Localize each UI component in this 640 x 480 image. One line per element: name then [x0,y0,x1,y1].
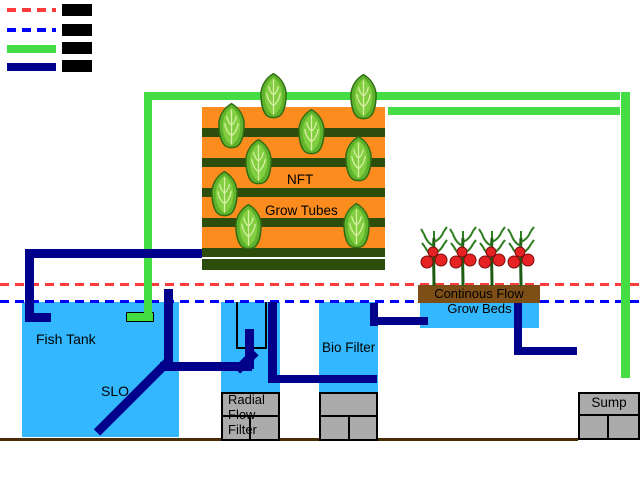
rff-riser-pipe [245,329,254,369]
bio-to-growbed-pipe [378,317,428,325]
growbed-to-sump-pipe [522,347,577,355]
rff-to-bio-pipe [268,375,377,383]
lettuce-icon [347,73,380,121]
legend-blue-dashed-swatch [7,28,56,32]
legend-red-dashed-swatch [7,8,56,12]
block-divider [319,415,378,417]
tomato-plant-icon [478,226,506,286]
fish-to-rff-pipe [160,362,252,371]
legend-label-redacted [62,4,92,16]
bio-outlet-vertical [370,303,378,326]
drain-pipe-left-vertical [25,249,34,313]
radial-flow-filter-label: Radial Flow Filter [228,392,265,437]
legend-label-redacted [62,42,92,54]
green-pipe-vertical-left [144,92,152,320]
drain-pipe-top-horizontal [25,249,202,258]
water-level-line [0,300,640,303]
legend-navy-pipe-swatch [7,63,56,71]
block-divider [249,415,251,441]
nft-bottom-rail [202,259,385,270]
grow-beds-label-line1: Continous Flow [434,285,524,301]
green-pipe-upper-horizontal [388,107,620,115]
rff-outlet-vertical [268,302,277,383]
lettuce-icon [242,138,275,186]
growbed-outlet-vertical [514,302,522,355]
ground-line [0,438,578,441]
drain-pipe-inlet-foot [25,313,51,322]
tomato-plant-icon [449,226,477,286]
tomato-plant-icon [507,226,535,286]
tomato-plant-icon [420,226,448,286]
bio-filter-label: Bio Filter [322,340,376,355]
green-pipe-top-horizontal [152,92,620,100]
legend-label-redacted [62,24,92,36]
slo-label: SLO [101,383,130,399]
lettuce-icon [342,135,375,183]
nft-label: NFT [287,172,314,187]
grow-beds-label-line2: Grow Beds [447,301,512,317]
grow-bed-media [418,285,540,303]
green-pipe-vertical-right [621,92,630,378]
block-divider [607,416,609,440]
lettuce-icon [340,202,373,250]
block-divider [578,414,640,416]
max-water-level-line [0,283,640,286]
green-pipe-outlet-foot [126,312,154,322]
sump-label: Sump [591,395,627,411]
baffle-wall [236,302,238,349]
lettuce-icon [295,108,328,156]
block-divider [348,417,350,441]
sump-tank [578,392,640,440]
legend-label-redacted [62,60,92,72]
lettuce-icon [257,72,290,120]
legend-green-pipe-swatch [7,45,56,53]
lettuce-icon [232,203,265,251]
baffle-wall [265,302,267,349]
grow-tubes-label: Grow Tubes [265,203,338,218]
slo-standpipe [164,289,173,366]
fish-tank-label: Fish Tank [36,331,96,347]
